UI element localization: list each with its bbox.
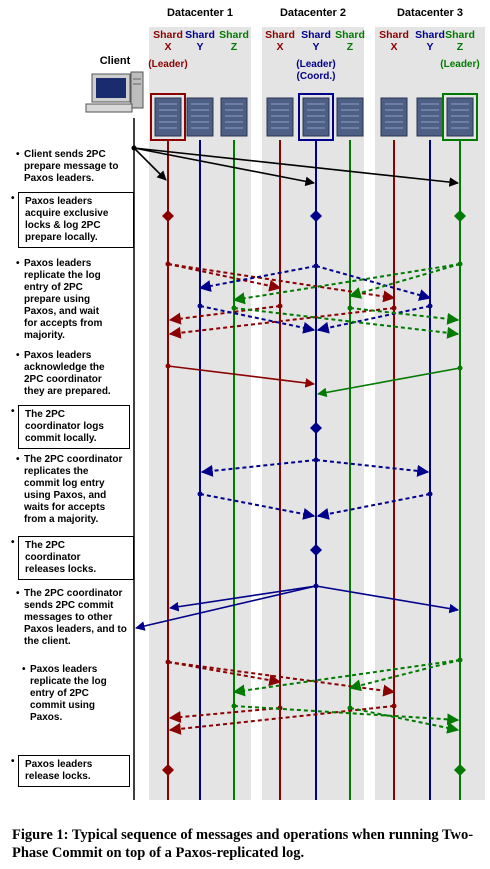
server-icon <box>336 97 364 137</box>
bullet-icon: • <box>11 406 15 417</box>
paxos-replicate-message <box>200 459 317 477</box>
shard-label: Shard <box>153 29 183 41</box>
paxos-accept-message <box>233 705 460 726</box>
shard-label: Shard <box>445 29 475 41</box>
paxos-accept-message <box>316 305 431 334</box>
lock-log-event <box>454 210 466 222</box>
paxos-replicate-message <box>198 265 317 292</box>
datacenter-1-label: Datacenter 1 <box>167 7 233 19</box>
bullet-icon: • <box>16 588 20 599</box>
lock-log-event <box>310 544 322 556</box>
step-description: •Paxos leaders acknowledge the 2PC coord… <box>16 350 111 397</box>
server-icon <box>416 97 444 137</box>
paxos-accept-message <box>199 305 316 334</box>
shard-label: Y <box>426 41 433 53</box>
lock-log-event <box>454 764 466 776</box>
shard-label: Shard <box>379 29 409 41</box>
shard-label: Shard <box>301 29 331 41</box>
datacenter-3-label: Datacenter 3 <box>397 7 463 19</box>
shard-label: Shard <box>185 29 215 41</box>
prepared-ack-message <box>167 365 315 388</box>
paxos-accept-message <box>168 307 395 339</box>
step-description: •The 2PC coordinator replicates the comm… <box>16 454 123 525</box>
shard-role-label: (Coord.) <box>297 71 336 82</box>
shard-label: Y <box>196 41 203 53</box>
paxos-replicate-message <box>315 459 430 477</box>
paxos-replicate-message <box>348 659 461 692</box>
paxos-replicate-message <box>315 265 432 301</box>
server-icon <box>442 93 478 141</box>
commit-message <box>315 585 459 614</box>
step-description: •The 2PC coordinator sends 2PC commit me… <box>16 588 127 647</box>
bullet-icon: • <box>11 193 15 204</box>
client-label: Client <box>100 55 131 67</box>
shard-label: Z <box>457 41 464 53</box>
step-description: •The 2PC coordinator releases locks. <box>11 536 134 580</box>
paxos-replicate-message <box>232 263 461 305</box>
step-description: •Paxos leaders replicate the log entry o… <box>16 258 103 341</box>
prepared-ack-message <box>317 367 461 398</box>
shard-label: Shard <box>265 29 295 41</box>
paxos-replicate-message <box>167 661 282 687</box>
server-icon <box>150 93 186 141</box>
shard-label: Shard <box>219 29 249 41</box>
paxos-accept-message <box>199 493 316 520</box>
shard-role-label: (Leader) <box>440 59 479 70</box>
server-icon <box>380 97 408 137</box>
paxos-accept-message <box>168 705 395 735</box>
shard-label: X <box>390 41 397 53</box>
lock-log-event <box>310 210 322 222</box>
datacenter-2-label: Datacenter 2 <box>280 7 346 19</box>
server-icon <box>220 97 248 137</box>
paxos-accept-message <box>168 305 281 325</box>
server-icon <box>186 97 214 137</box>
shard-label: Shard <box>335 29 365 41</box>
lock-log-event <box>310 422 322 434</box>
commit-message <box>169 585 317 612</box>
paxos-accept-message <box>316 493 431 520</box>
bullet-icon: • <box>22 664 26 675</box>
shard-label: Shard <box>415 29 445 41</box>
bullet-icon: • <box>16 149 20 160</box>
prepare-message <box>133 147 167 181</box>
shard-label: Y <box>312 41 319 53</box>
bullet-icon: • <box>16 258 20 269</box>
prepare-message <box>133 147 459 187</box>
client-computer-icon <box>85 71 144 113</box>
paxos-accept-message <box>233 307 460 339</box>
shard-label: X <box>276 41 283 53</box>
lock-log-event <box>162 764 174 776</box>
step-description: •Paxos leaders replicate the log entry o… <box>22 664 107 723</box>
bullet-icon: • <box>16 350 20 361</box>
step-description: •Paxos leaders acquire exclusive locks &… <box>11 192 134 248</box>
datacenter-2-panel <box>262 27 364 800</box>
lock-log-event <box>162 210 174 222</box>
prepare-message <box>133 147 315 187</box>
shard-label: X <box>164 41 171 53</box>
step-description: •Client sends 2PC prepare message to Pax… <box>16 149 119 184</box>
shard-role-label: (Leader) <box>148 59 187 70</box>
paxos-replicate-message <box>167 263 282 292</box>
commit-message <box>135 585 317 631</box>
step-description: •The 2PC coordinator logs commit locally… <box>11 405 130 449</box>
paxos-replicate-message <box>232 659 461 697</box>
bullet-icon: • <box>16 454 20 465</box>
shard-role-label: (Leader) <box>296 59 335 70</box>
server-icon <box>266 97 294 137</box>
bullet-icon: • <box>11 756 15 767</box>
server-icon <box>298 93 334 141</box>
shard-label: Z <box>231 41 238 53</box>
paxos-accept-message <box>168 707 281 723</box>
paxos-accept-message <box>349 707 460 734</box>
step-description: •Paxos leaders release locks. <box>11 755 130 787</box>
figure-caption: Figure 1: Typical sequence of messages a… <box>12 827 474 861</box>
paxos-replicate-message <box>348 263 461 299</box>
bullet-icon: • <box>11 537 15 548</box>
shard-label: Z <box>347 41 354 53</box>
